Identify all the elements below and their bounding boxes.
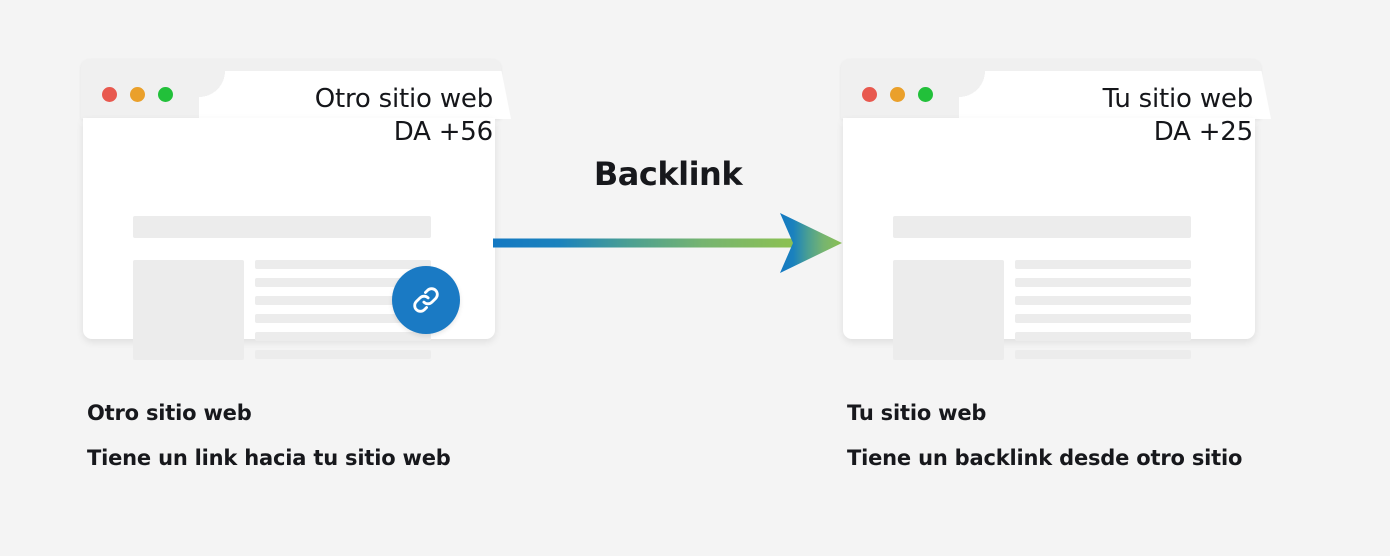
arrow-svg bbox=[493, 213, 842, 273]
caption-subtitle: Tiene un backlink desde otro sitio bbox=[847, 446, 1243, 470]
close-dot-icon[interactable] bbox=[862, 87, 877, 102]
skeleton-line bbox=[255, 278, 431, 287]
skeleton-header-bar bbox=[893, 216, 1191, 238]
skeleton-line bbox=[255, 260, 431, 269]
arrow-label: Backlink bbox=[593, 155, 743, 193]
skeleton-line bbox=[255, 314, 431, 323]
maximize-dot-icon[interactable] bbox=[918, 87, 933, 102]
browser-window-target: Tu sitio web DA +25 bbox=[841, 59, 1271, 360]
maximize-dot-icon[interactable] bbox=[158, 87, 173, 102]
skeleton-text-lines bbox=[255, 260, 431, 359]
skeleton-image-block bbox=[133, 260, 244, 360]
skeleton-line bbox=[1015, 332, 1191, 341]
window-body bbox=[843, 118, 1255, 360]
caption-target: Tu sitio web Tiene un backlink desde otr… bbox=[847, 400, 1367, 471]
browser-tab-slope bbox=[477, 71, 511, 119]
skeleton-line bbox=[1015, 296, 1191, 305]
skeleton-text-lines bbox=[1015, 260, 1191, 359]
skeleton-line bbox=[1015, 260, 1191, 269]
skeleton-line bbox=[1015, 314, 1191, 323]
minimize-dot-icon[interactable] bbox=[890, 87, 905, 102]
browser-tab-slope bbox=[1237, 71, 1271, 119]
caption-source: Otro sitio web Tiene un link hacia tu si… bbox=[87, 400, 687, 471]
skeleton-image-block bbox=[893, 260, 1004, 360]
skeleton-line bbox=[255, 296, 431, 305]
skeleton-line bbox=[255, 350, 431, 359]
link-badge[interactable] bbox=[392, 266, 460, 334]
link-icon bbox=[409, 283, 443, 317]
browser-window-source: Otro sitio web DA +56 bbox=[81, 59, 511, 360]
caption-title: Otro sitio web bbox=[87, 401, 252, 425]
browser-tab[interactable] bbox=[985, 71, 1261, 119]
caption-title: Tu sitio web bbox=[847, 401, 987, 425]
traffic-lights bbox=[862, 87, 933, 102]
skeleton-line bbox=[1015, 278, 1191, 287]
traffic-lights bbox=[102, 87, 173, 102]
window-body bbox=[83, 118, 495, 360]
backlink-arrow bbox=[490, 205, 846, 283]
caption-subtitle: Tiene un link hacia tu sitio web bbox=[87, 446, 451, 470]
browser-tab[interactable] bbox=[225, 71, 501, 119]
skeleton-line bbox=[1015, 350, 1191, 359]
skeleton-line bbox=[255, 332, 431, 341]
minimize-dot-icon[interactable] bbox=[130, 87, 145, 102]
close-dot-icon[interactable] bbox=[102, 87, 117, 102]
skeleton-header-bar bbox=[133, 216, 431, 238]
